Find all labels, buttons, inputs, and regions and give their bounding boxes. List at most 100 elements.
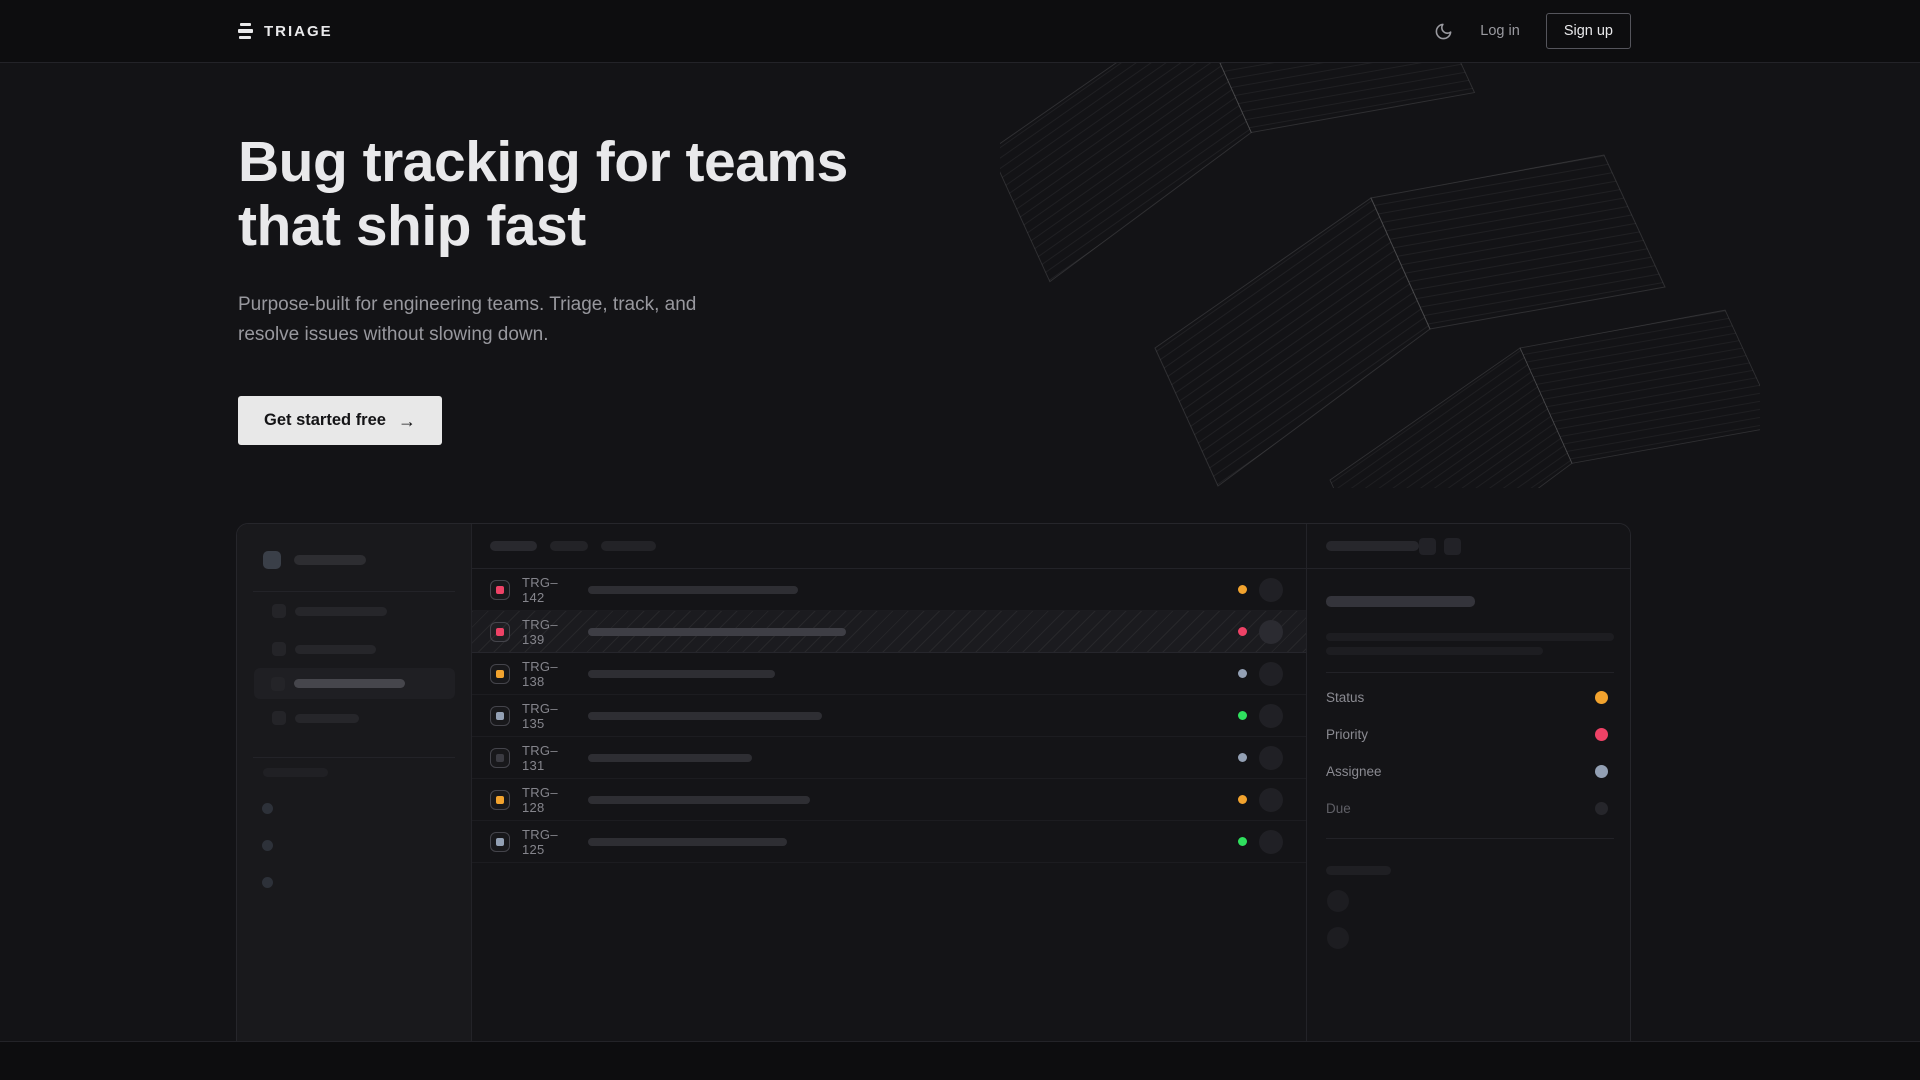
skeleton-bar [294, 555, 366, 565]
assignee-avatar [1259, 788, 1283, 812]
divider [1326, 838, 1614, 839]
issue-type-icon [490, 664, 510, 684]
top-nav: TRIAGE Log in Sign up [0, 0, 1920, 63]
field-value-dot [1595, 728, 1608, 741]
sidebar-dot [262, 803, 273, 814]
arrow-right-icon: → [398, 412, 416, 430]
sidebar-nav-item [246, 699, 462, 737]
status-dot [1238, 585, 1247, 594]
issue-id: TRG–139 [522, 617, 580, 647]
hero-subtitle-line2: resolve issues without slowing down. [238, 324, 549, 345]
issue-row: TRG–128 [472, 779, 1306, 821]
brand-name: TRIAGE [264, 23, 333, 40]
status-dot [1238, 711, 1247, 720]
filter-pill [490, 541, 537, 551]
skeleton-bar [1326, 647, 1543, 655]
sidebar-nav-item-active [254, 668, 455, 699]
detail-header [1307, 524, 1631, 569]
footer [0, 1041, 1920, 1080]
issue-row: TRG–125 [472, 821, 1306, 863]
wireframe-decoration [1000, 63, 1760, 488]
mockup-sidebar [237, 524, 472, 1041]
skeleton-bar [1326, 541, 1419, 551]
skeleton-bar [294, 679, 405, 688]
field-value-dot [1595, 691, 1608, 704]
theme-toggle-button[interactable] [1432, 20, 1454, 42]
workspace-row [237, 524, 471, 569]
issue-title-placeholder [588, 796, 810, 804]
issue-row: TRG–135 [472, 695, 1306, 737]
issue-type-icon [490, 706, 510, 726]
sidebar-dot [262, 877, 273, 888]
issue-type-icon [490, 790, 510, 810]
status-dot [1238, 795, 1247, 804]
issue-row: TRG–138 [472, 653, 1306, 695]
login-link[interactable]: Log in [1480, 23, 1520, 39]
sidebar-nav-item [246, 630, 462, 668]
detail-field: Assignee [1307, 753, 1631, 790]
detail-field: Priority [1307, 716, 1631, 753]
skeleton-bar [1326, 633, 1614, 641]
skeleton-bar [295, 607, 387, 616]
issue-row: TRG–142 [472, 569, 1306, 611]
comment-avatar [1327, 890, 1349, 912]
issue-id: TRG–131 [522, 743, 580, 773]
skeleton-bar [1326, 866, 1391, 875]
issue-id: TRG–138 [522, 659, 580, 689]
nav-item-icon [272, 604, 286, 618]
detail-fields: StatusPriorityAssigneeDue [1307, 679, 1631, 827]
field-label: Status [1326, 690, 1364, 705]
get-started-button[interactable]: Get started free → [238, 396, 442, 445]
assignee-avatar [1259, 578, 1283, 602]
detail-field: Status [1307, 679, 1631, 716]
moon-icon [1434, 22, 1453, 41]
issue-list: TRG–142TRG–139TRG–138TRG–135TRG–131TRG–1… [472, 569, 1306, 863]
issue-id: TRG–125 [522, 827, 580, 857]
issue-title-placeholder [588, 712, 822, 720]
status-dot [1238, 837, 1247, 846]
sidebar-nav-item [246, 592, 462, 630]
detail-field: Due [1307, 790, 1631, 827]
app-mockup: TRG–142TRG–139TRG–138TRG–135TRG–131TRG–1… [236, 523, 1631, 1041]
list-header [472, 524, 1306, 569]
assignee-avatar [1259, 704, 1283, 728]
assignee-avatar [1259, 830, 1283, 854]
mockup-issue-list-pane: TRG–142TRG–139TRG–138TRG–135TRG–131TRG–1… [472, 524, 1307, 1041]
brand-logo[interactable]: TRIAGE [238, 23, 333, 40]
assignee-avatar [1259, 746, 1283, 770]
triage-logo-icon [238, 23, 253, 40]
issue-id: TRG–142 [522, 575, 580, 605]
mockup-detail-panel: StatusPriorityAssigneeDue [1307, 524, 1631, 1041]
hero-title: Bug tracking for teams that ship fast [238, 130, 848, 258]
hero-subtitle: Purpose-built for engineering teams. Tri… [238, 290, 848, 350]
hero-title-line1: Bug tracking for teams [238, 130, 848, 194]
issue-type-icon [490, 622, 510, 642]
signup-button[interactable]: Sign up [1546, 13, 1631, 49]
issue-id: TRG–135 [522, 701, 580, 731]
issue-id: TRG–128 [522, 785, 580, 815]
field-label: Priority [1326, 727, 1368, 742]
panel-action-icon [1444, 538, 1461, 555]
field-value-dot [1595, 765, 1608, 778]
status-dot [1238, 753, 1247, 762]
nav-actions: Log in Sign up [1432, 13, 1631, 49]
issue-title-placeholder [588, 586, 798, 594]
assignee-avatar [1259, 662, 1283, 686]
filter-pill [601, 541, 656, 551]
issue-type-icon [490, 748, 510, 768]
issue-type-icon [490, 832, 510, 852]
nav-item-icon [272, 711, 286, 725]
field-label: Assignee [1326, 764, 1382, 779]
issue-title-placeholder [588, 754, 752, 762]
status-dot [1238, 627, 1247, 636]
issue-title-placeholder [588, 628, 846, 636]
hero-title-line2: that ship fast [238, 194, 586, 258]
field-value-dot [1595, 802, 1608, 815]
hero-subtitle-line1: Purpose-built for engineering teams. Tri… [238, 294, 696, 315]
field-label: Due [1326, 801, 1351, 816]
skeleton-bar [263, 768, 328, 777]
filter-pill [550, 541, 588, 551]
issue-type-icon [490, 580, 510, 600]
issue-row: TRG–131 [472, 737, 1306, 779]
